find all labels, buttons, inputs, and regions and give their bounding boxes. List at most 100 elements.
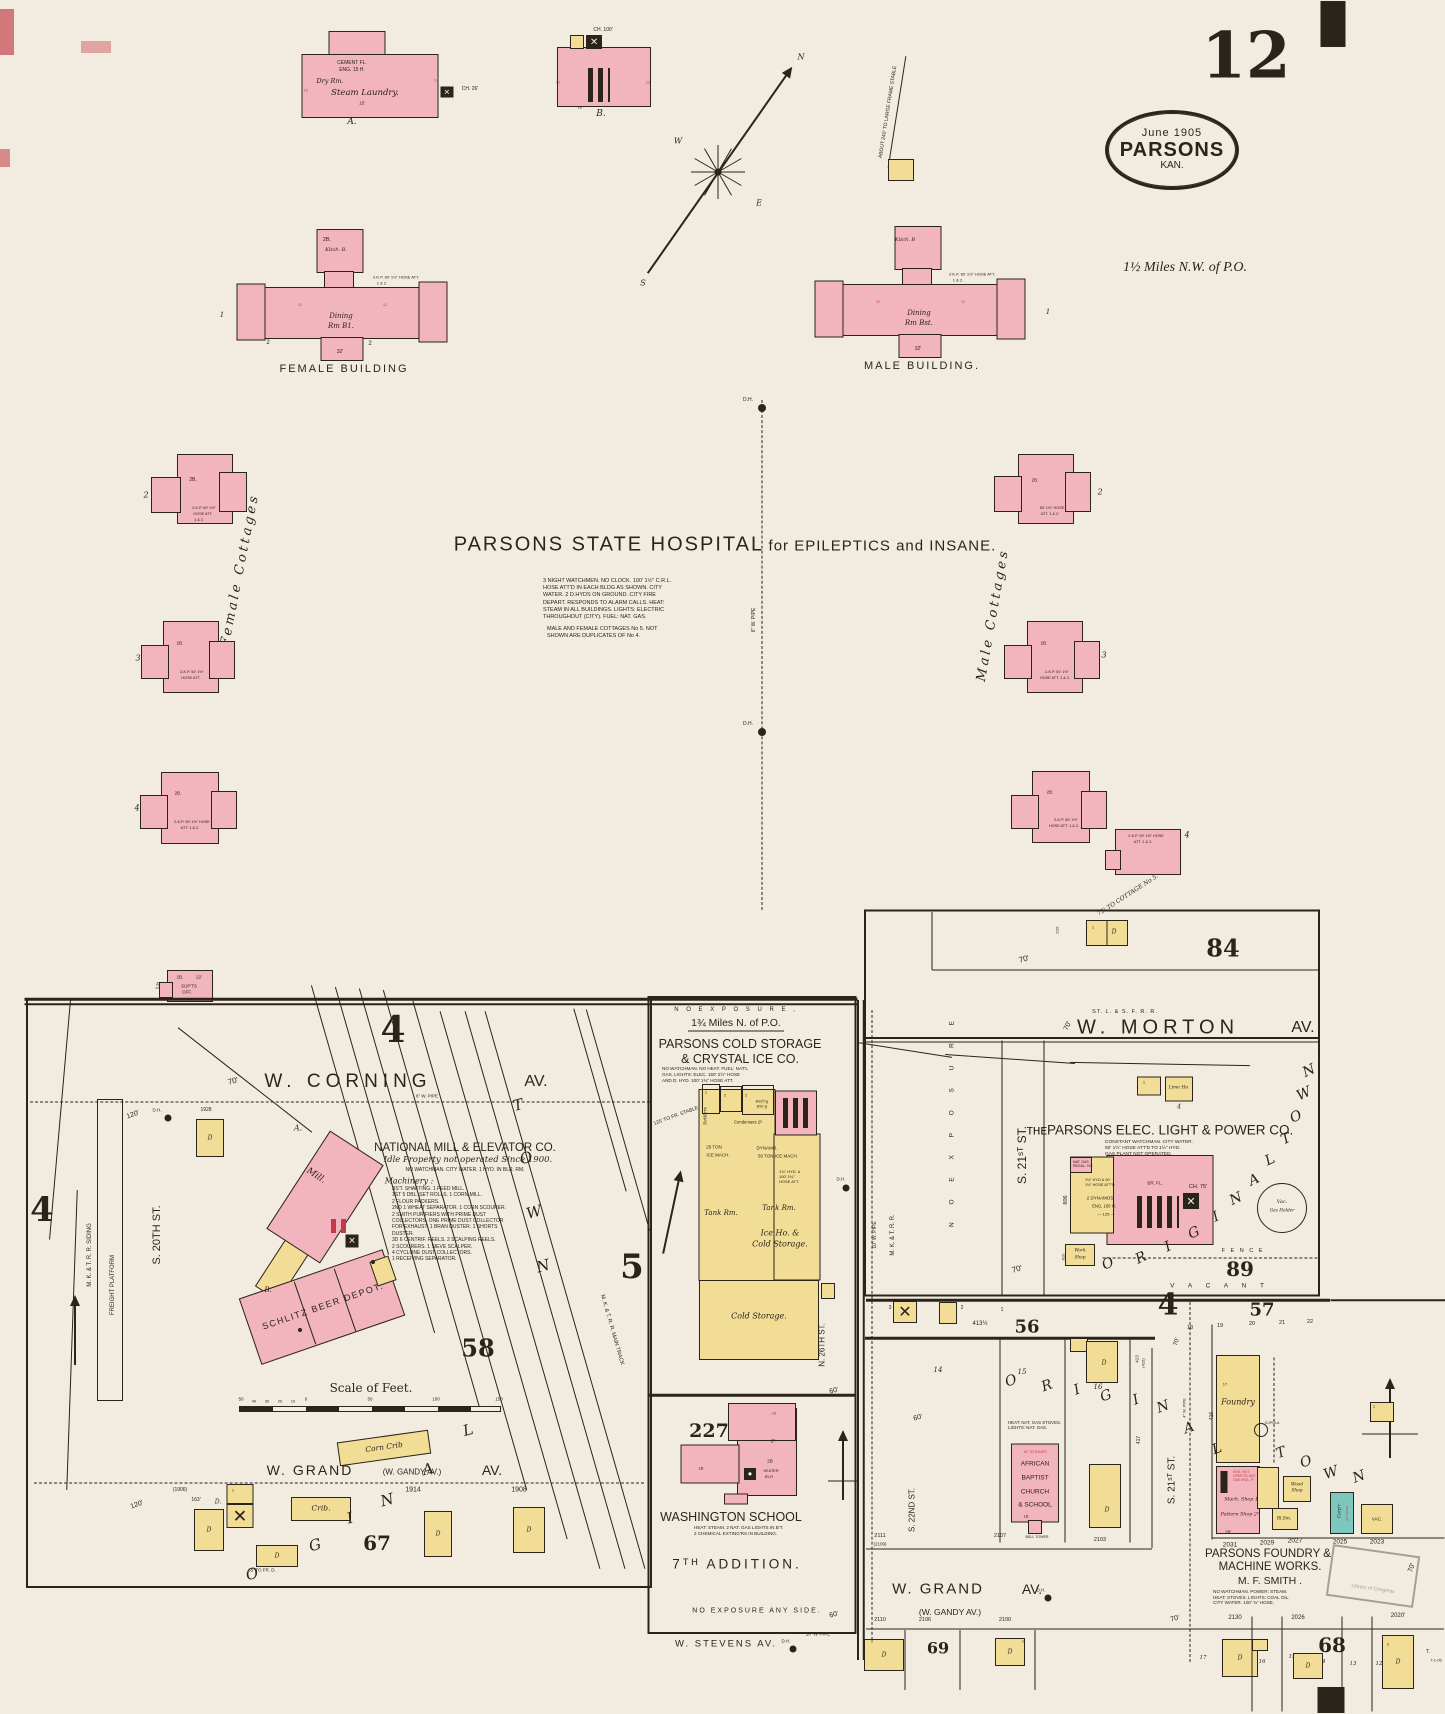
b68-addr-2130: 2130 [1228,1615,1242,1621]
b68-dwelling-2-label: D [1305,1662,1311,1670]
laundry-tick2: 12 [433,77,439,83]
m-cottage3-right [1074,641,1100,679]
stamp-state: KAN. [1160,160,1184,172]
hydrant-label-top: D.H. [743,397,753,403]
block69-number: 69 [926,1638,950,1658]
b68-lotline-4 [1371,1616,1373,1712]
female-caption: FEMALE BUILDING [279,363,409,375]
p1-dwelling-2 [256,1545,298,1567]
corning-av-name: W. CORNING [264,1071,432,1092]
f-cottage5-off: OFF. [182,989,192,995]
b69-dwelling-2 [995,1638,1025,1666]
n26th-st-label: N. 26TH ST. [817,1323,827,1367]
mkt-rr-label: M. K. & T. R. R. [890,1214,896,1256]
b69-dwelling-1-label: D [881,1651,887,1659]
f-cottage4-left [140,795,168,829]
gas-holder-label: Gas Holder [1269,1208,1295,1214]
natl-mill-watchman: NO WATCHMAN. CITY WATER. 1 HYD. IN BLR. … [405,1167,525,1173]
female-bldg-right [418,281,448,343]
m-cottage4-left [1011,795,1039,829]
b56-dwelling-1 [1086,1341,1118,1383]
corning-av-suffix: AV. [524,1073,548,1090]
f-cottage3-hose2: HOSE ATT. [181,676,201,680]
ice-east-bldg [773,1133,821,1281]
cupola-label: CUPOLA [1264,1421,1280,1425]
male-bldg-top [894,226,942,270]
blacksmith-shop [1272,1508,1298,1530]
laundry-a: A. [347,117,357,127]
p4-letter-i2: I [1130,1391,1142,1409]
b69-addr-2106: 2106 [918,1617,932,1623]
block5-number: 5 [620,1247,644,1287]
scale-0: 0 [304,1396,308,1402]
block58-number: 58 [461,1333,495,1363]
m-cottage2-hose1: 50' 1½" HOSE [1039,506,1065,510]
m-cottage2-2b: 2B. [1031,477,1039,483]
cupola-circle [1254,1423,1268,1437]
ice-hyd-note: 1¾" HYD. &100' 1¾"HOSE ATT. [779,1169,801,1184]
b68-lotline-3 [1341,1616,1343,1712]
p1-shed-d: D. [214,1498,222,1506]
female-tick1: 12 [298,303,302,307]
morton-rr-line-2 [866,1041,1318,1043]
b57-lot18: 18 [1186,1325,1194,1331]
f-cottage3-right [209,641,235,679]
b57-70ft: 70' [1172,1337,1182,1347]
grand-av-p4-north-line [866,1548,1152,1550]
church-tower [1028,1520,1042,1534]
gas-regulator-house [1070,1157,1092,1173]
b57-lot20: 20 [1248,1321,1256,1327]
work-shop [1065,1244,1095,1266]
b56-addr-417: 417 [1136,1435,1142,1445]
p1-dwelling-nw [196,1119,224,1157]
b68-lotline-2 [1281,1616,1283,1712]
ice-refrig-1: Refrig [755,1098,769,1104]
b56-heat-notes: HEAT: NAT. GAS STOVES.LIGHTS: NAT. GAS. [1008,1420,1062,1431]
fence-label: F E N C E [1221,1248,1265,1254]
compass-e: E [756,198,762,208]
seventh-addition: 7ᵀᴴ ADDITION. [672,1556,802,1572]
m-cottage4-2b: 2B. [1046,789,1054,795]
wood-shop-label-1: Wood [1290,1482,1304,1488]
ice-lower-label: Cold Storage. [731,1311,787,1321]
laundry-cement: CEMENT FL. [337,60,367,66]
power-plant-brfl: BR. FL. [1147,1180,1163,1186]
crib-label: Crib. [311,1503,331,1513]
p1-dwelling-1-label: D [206,1526,212,1534]
p4-shed-x: ✕ [893,1301,917,1323]
vacant-label: V A C A N T [1170,1282,1270,1290]
wood-shop [1283,1476,1311,1502]
male-hose-2: 1 & 2. [952,277,964,283]
b69-lot2: 2 [870,1638,874,1644]
schlitz-dot-1 [298,1328,302,1332]
m-cottage3-num: 3 [1101,650,1107,660]
f-cottage4-num: 4 [134,803,140,813]
male-1: 1 [1045,308,1051,316]
mill-machinery-bars [331,1219,349,1233]
ice-room-2 [720,1086,742,1112]
sheet-number: 12 [1201,18,1291,94]
male-bldg-right [996,278,1026,340]
grand-av-p1-line [34,1482,644,1484]
water-pipe-6in: 6" W. PIPE [751,607,757,633]
power-plant-ch75: CH. 75' [1188,1184,1208,1190]
carpenter-shop [1330,1492,1354,1534]
hospital-center-dashed-line [761,400,763,910]
laundry-main [301,54,439,118]
scale-10: 10 [290,1398,296,1404]
p1-1928: 1928 [200,1107,212,1113]
p1-lot-1914: 1914 [405,1486,421,1494]
b56-addr-2107: 2107 [993,1533,1007,1539]
b69-dwelling-2-label: D [1007,1648,1013,1656]
p1-fr-d-note: 35' TO FR. D. [248,1567,276,1573]
p1-dwelling-1 [194,1509,224,1551]
p1-lot-1906: (1906) [172,1487,188,1493]
b57-lot22: 22 [1306,1319,1314,1325]
b68-dwelling-2 [1293,1653,1323,1679]
b69-dwelling-1 [864,1639,904,1671]
male-bldg-bay [898,334,942,358]
male-caption: MALE BUILDING. [863,360,981,372]
vacant-shop [1361,1504,1393,1534]
